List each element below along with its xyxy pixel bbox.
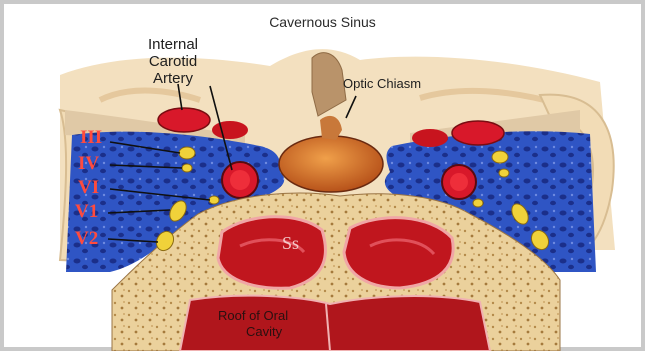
left-abducens-nerve <box>209 196 219 204</box>
nerve-label-v1: V1 <box>75 202 98 221</box>
left-sphenoid-sinus <box>218 217 325 288</box>
optic-chiasm-label: Optic Chiasm <box>343 77 421 90</box>
nerve-label-iii: III <box>80 128 102 147</box>
right-sphenoid-sinus <box>344 218 453 288</box>
roof-of-oral-label: Roof of Oral <box>218 309 288 322</box>
sphenoid-sinus-label: Ss <box>282 234 299 252</box>
nerve-label-iv: IV <box>78 154 99 173</box>
roof-of-oral-cavity <box>180 296 490 351</box>
right-carotid-supraclinoid <box>452 121 504 145</box>
cavity-label: Cavity <box>246 325 282 338</box>
nerve-label-vi: VI <box>78 178 99 197</box>
left-oculomotor-nerve <box>179 147 195 159</box>
internal-carotid-artery-label: Internal Carotid Artery <box>128 36 218 87</box>
pituitary-gland <box>279 136 383 192</box>
left-carotid-supraclinoid <box>158 108 210 132</box>
figure-title: Cavernous Sinus <box>0 15 645 29</box>
left-trochlear-nerve <box>182 164 192 172</box>
nerve-label-v2: V2 <box>75 229 98 248</box>
